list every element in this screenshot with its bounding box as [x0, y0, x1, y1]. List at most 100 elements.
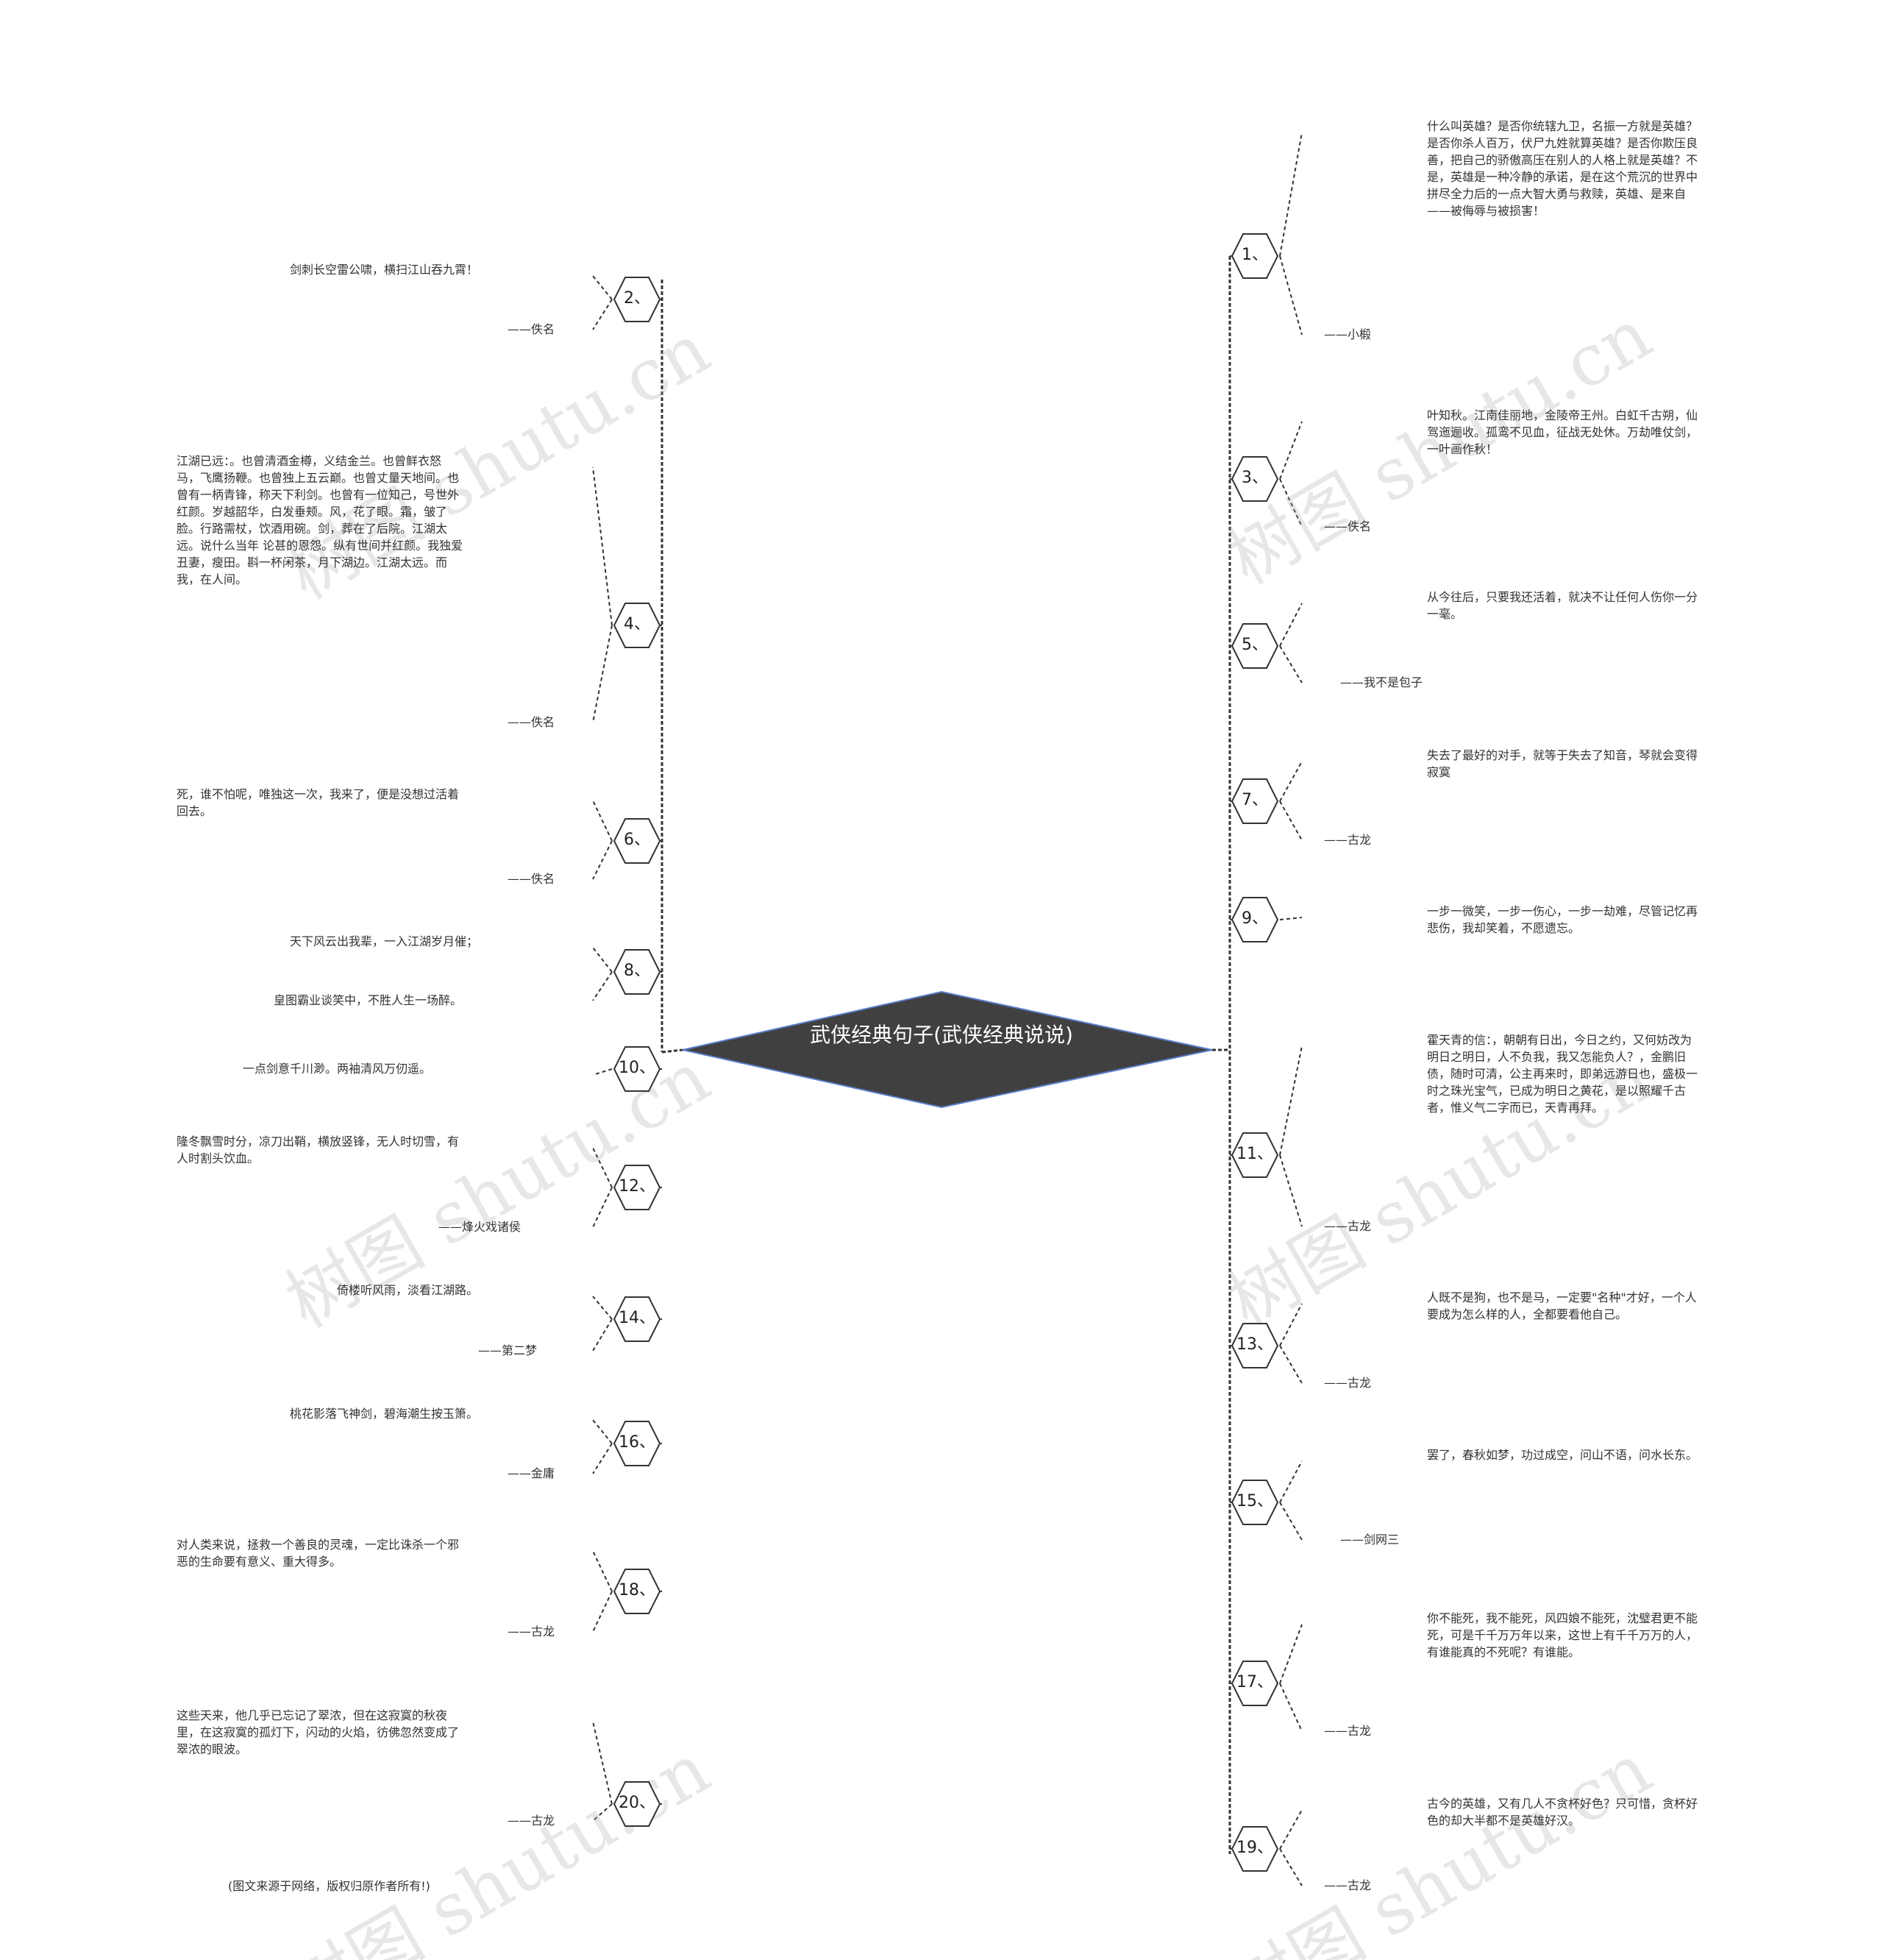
topic-node-label: 8、 — [624, 962, 650, 980]
topic-node-18[interactable]: 18、 — [613, 1568, 661, 1615]
connector-line — [592, 800, 613, 842]
topic-node-13[interactable]: 13、 — [1231, 1322, 1278, 1369]
topic-node-6[interactable]: 6、 — [613, 817, 661, 864]
quote-text: 霍天青的信：，朝朝有日出，今日之约，又何妨改为明日之明日，人不负我，我又怎能负人… — [1427, 1033, 1698, 1115]
topic-node-3[interactable]: 3、 — [1231, 455, 1278, 503]
connector-line — [592, 1443, 613, 1474]
topic-node-16[interactable]: 16、 — [613, 1420, 661, 1467]
quote-author: ——古龙 — [1324, 833, 1372, 847]
quote-author: ——我不是包子 — [1340, 675, 1423, 689]
quote-text: 桃花影落飞神剑，碧海潮生按玉箫。 — [289, 1407, 478, 1421]
quote-text: 人既不是狗，也不是马，一定要"名种"才好，一个人要成为怎么样的人，全都要看他自己… — [1427, 1290, 1697, 1321]
connector-line — [1279, 1809, 1303, 1850]
topic-node-label: 18、 — [619, 1581, 655, 1599]
topic-node-label: 4、 — [624, 615, 650, 633]
quote-text: 隆冬飘雪时分，凉刀出鞘，横放竖锋，无人时切雪，有人时割头饮血。 — [177, 1135, 460, 1165]
connector-line — [592, 275, 613, 300]
connector-line — [592, 971, 613, 1001]
topic-node-label: 2、 — [624, 289, 650, 308]
quote-author: ——佚名 — [508, 322, 555, 336]
topic-node-15[interactable]: 15、 — [1231, 1479, 1278, 1526]
quote-author: ——金庸 — [508, 1466, 555, 1480]
connector-line — [592, 1147, 613, 1188]
connector-line — [1279, 421, 1303, 480]
quote-text: 剑刺长空雷公啸，横扫江山吞九霄！ — [289, 263, 478, 277]
connector-line — [1279, 478, 1303, 528]
connector-line — [592, 1803, 613, 1822]
topic-node-20[interactable]: 20、 — [613, 1780, 661, 1828]
topic-node-9[interactable]: 9、 — [1231, 896, 1278, 943]
connector-line — [592, 625, 613, 723]
topic-node-4[interactable]: 4、 — [613, 602, 661, 649]
connector-line — [1279, 1683, 1303, 1732]
quote-text: 什么叫英雄？是否你统辖九卫，名振一方就是英雄？是否你杀人百万，伏尸九姓就算英雄？… — [1427, 119, 1698, 218]
quote-text: 对人类来说，拯救一个善良的灵魂，一定比诛杀一个邪恶的生命要有意义、重大得多。 — [177, 1538, 460, 1569]
topic-node-11[interactable]: 11、 — [1231, 1132, 1278, 1179]
connector-line — [1279, 1154, 1303, 1227]
quote-text: 江湖已远：。也曾清酒金樽，义结金兰。也曾鲜衣怒马，飞鹰扬鞭。也曾独上五云巅。也曾… — [177, 454, 463, 586]
quote-author: ——佚名 — [508, 872, 555, 886]
topic-node-label: 10、 — [619, 1059, 655, 1077]
footer-note: (图文来源于网络，版权归原作者所有!) — [228, 1879, 430, 1893]
topic-node-label: 6、 — [624, 831, 650, 849]
topic-node-12[interactable]: 12、 — [613, 1164, 661, 1211]
quote-author: ——小椴 — [1324, 327, 1372, 341]
quote-text: 叶知秋。江南佳丽地，金陵帝王州。白虹千古朔，仙驾迤逦收。孤鸾不见血，征战无处休。… — [1427, 408, 1698, 456]
topic-node-2[interactable]: 2、 — [613, 276, 661, 323]
connector-line — [592, 840, 613, 880]
topic-node-10[interactable]: 10、 — [613, 1045, 661, 1093]
connector-line — [592, 1296, 613, 1320]
connector-line — [1279, 603, 1303, 647]
quote-text: 天下风云出我辈，一入江湖岁月催； — [289, 934, 478, 948]
quote-text: 一点剑意千川渺。两袖清风万仞遥。 — [243, 1062, 432, 1076]
topic-node-5[interactable]: 5、 — [1231, 622, 1278, 670]
quote-text: 这些天来，他几乎已忘记了翠浓，但在这寂寞的秋夜里，在这寂寞的孤灯下，闪动的火焰，… — [177, 1708, 460, 1756]
connector-line — [661, 1048, 683, 1054]
quote-author: ——剑网三 — [1340, 1533, 1400, 1547]
quote-text: 你不能死，我不能死，风四娘不能死，沈璧君更不能死，可是千千万万年以来，这世上有千… — [1427, 1611, 1698, 1659]
topic-node-19[interactable]: 19、 — [1231, 1825, 1278, 1872]
topic-node-label: 15、 — [1236, 1492, 1273, 1510]
quote-text: 失去了最好的对手，就等于失去了知音，琴就会变得寂寞 — [1427, 748, 1698, 779]
topic-node-17[interactable]: 17、 — [1231, 1660, 1278, 1707]
topic-node-8[interactable]: 8、 — [613, 948, 661, 995]
quote-text: 死，谁不怕呢，唯独这一次，我来了，便是没想过活着回去。 — [177, 787, 460, 818]
connector-line — [592, 1419, 613, 1444]
connector-line — [1279, 255, 1303, 335]
quote-text: 古今的英雄，又有几人不贪杯好色？只可惜，贪杯好色的却大半都不是英雄好汉。 — [1427, 1797, 1698, 1828]
quote-text: 罢了，春秋如梦，功过成空，问山不语，问水长东。 — [1427, 1448, 1698, 1462]
connector-line — [592, 299, 613, 330]
quote-author: ——烽火戏诸侯 — [438, 1220, 522, 1234]
quote-author: ——佚名 — [508, 715, 555, 729]
topic-node-label: 20、 — [619, 1794, 655, 1812]
topic-node-label: 12、 — [619, 1177, 655, 1196]
quote-text: 一步一微笑，一步一伤心，一步一劫难，尽管记忆再悲伤，我却笑着，不愿遗忘。 — [1427, 904, 1698, 935]
connector-line — [592, 1550, 613, 1592]
topic-node-label: 16、 — [619, 1433, 655, 1452]
topic-node-label: 19、 — [1236, 1839, 1273, 1857]
topic-node-label: 11、 — [1236, 1145, 1273, 1163]
topic-node-label: 1、 — [1242, 246, 1268, 264]
quote-text-second-line: 皇图霸业谈笑中，不胜人生一场醉。 — [274, 993, 463, 1007]
center-topic-title: 武侠经典句子(武侠经典说说) — [810, 1023, 1073, 1047]
topic-node-7[interactable]: 7、 — [1231, 778, 1278, 825]
connector-line — [1279, 761, 1303, 802]
topic-node-1[interactable]: 1、 — [1231, 232, 1278, 280]
connector-line — [1279, 1460, 1303, 1503]
topic-node-label: 7、 — [1242, 791, 1268, 809]
topic-node-label: 17、 — [1236, 1673, 1273, 1691]
quote-author: ——古龙 — [1324, 1878, 1372, 1892]
quote-author: ——古龙 — [1324, 1376, 1372, 1390]
quote-author: ——古龙 — [1324, 1219, 1372, 1233]
connector-line — [592, 1591, 613, 1633]
connector-line — [592, 947, 613, 973]
connector-line — [592, 466, 613, 626]
quote-author: ——佚名 — [1324, 519, 1372, 533]
connector-line — [1279, 645, 1303, 683]
quote-text: 从今往后，只要我还活着，就决不让任何人伤你一分一毫。 — [1427, 590, 1698, 621]
connector-line — [1279, 800, 1303, 841]
topic-node-14[interactable]: 14、 — [613, 1296, 661, 1343]
